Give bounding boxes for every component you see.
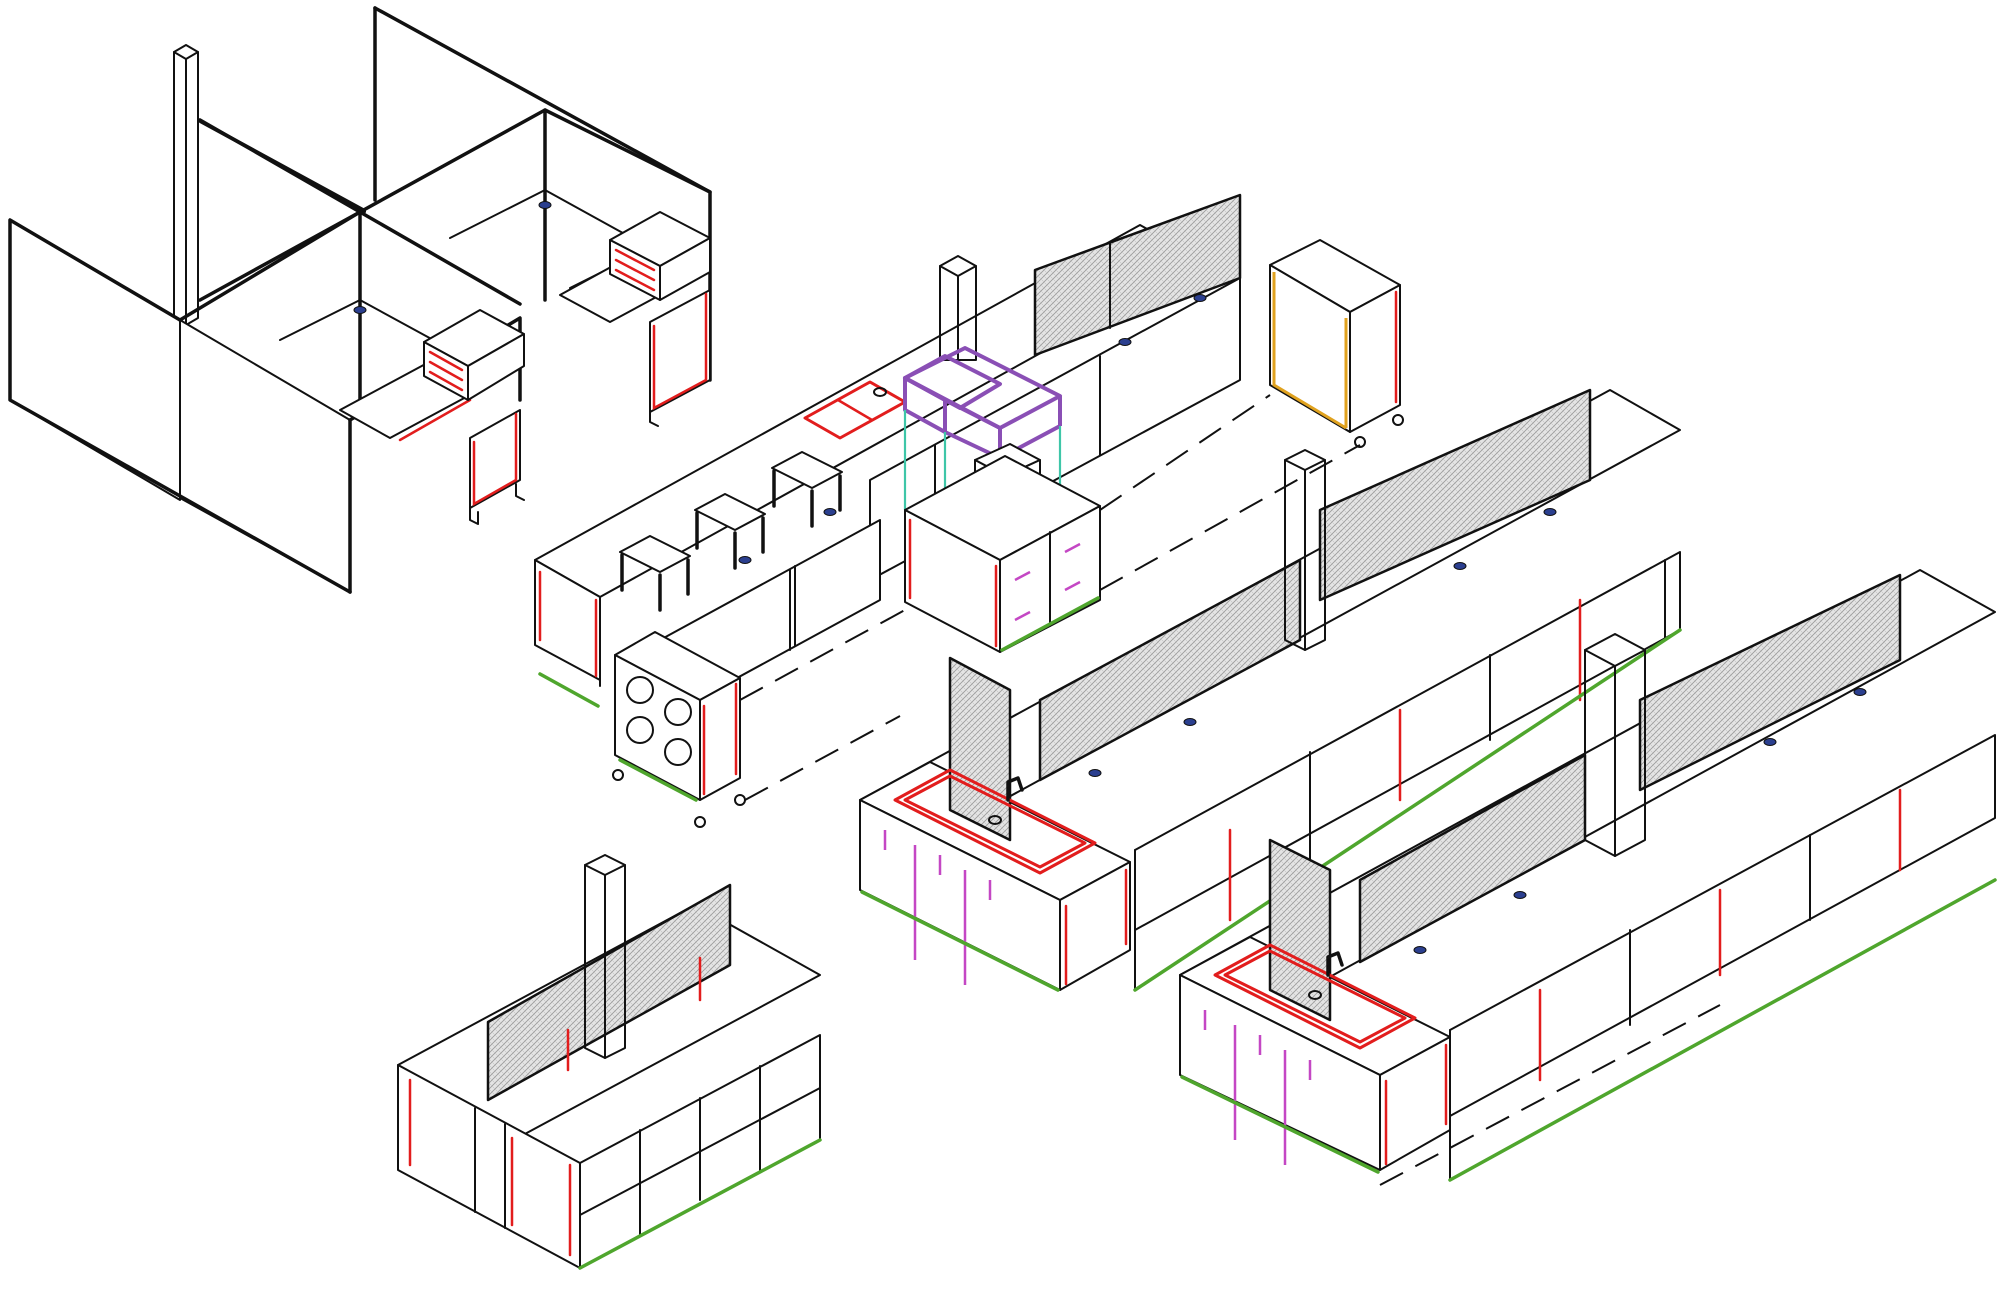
caster-icon bbox=[612, 769, 624, 781]
data-port-icon bbox=[1183, 718, 1197, 726]
stool bbox=[694, 493, 766, 570]
wet-bench-row-2-sink bbox=[1179, 838, 1451, 1174]
cubicle-workstations bbox=[8, 6, 712, 594]
data-port-icon bbox=[353, 306, 367, 314]
data-port-icon bbox=[823, 508, 837, 516]
cubicle-panel-left bbox=[9, 219, 181, 501]
dial-icon bbox=[626, 676, 654, 704]
caster-icon bbox=[734, 794, 746, 806]
utility-column-3 bbox=[1584, 633, 1646, 857]
data-port-icon bbox=[1118, 338, 1132, 346]
sink-icon bbox=[893, 768, 1097, 875]
island-bench-row-1 bbox=[859, 388, 1682, 992]
cubicle-panel-front bbox=[179, 319, 351, 593]
data-port-icon bbox=[1763, 738, 1777, 746]
data-port-icon bbox=[1513, 891, 1527, 899]
lab-stools bbox=[619, 451, 843, 612]
data-port-icon bbox=[1453, 562, 1467, 570]
cubicle-drawer-unit-upper bbox=[609, 211, 711, 301]
data-port-icon bbox=[1088, 769, 1102, 777]
island-bench-small bbox=[397, 883, 822, 1270]
utility-column-4 bbox=[584, 854, 626, 1059]
wet-bench-row-1-sink bbox=[859, 656, 1131, 992]
island-bench-row-2 bbox=[1179, 569, 1997, 1182]
caster-icon bbox=[1354, 436, 1366, 448]
sink-icon bbox=[1213, 943, 1417, 1050]
dial-icon bbox=[626, 716, 654, 744]
data-port-icon bbox=[1853, 688, 1867, 696]
data-port-icon bbox=[1413, 946, 1427, 954]
mobile-cart-top bbox=[1269, 239, 1404, 448]
data-port-icon bbox=[1193, 294, 1207, 302]
data-port-icon bbox=[738, 556, 752, 564]
dial-icon bbox=[664, 738, 692, 766]
stool bbox=[771, 451, 843, 528]
utility-column-1 bbox=[939, 255, 977, 361]
data-port-icon bbox=[1543, 508, 1557, 516]
stool bbox=[619, 535, 691, 612]
dial-icon bbox=[664, 698, 692, 726]
caster-icon bbox=[1392, 414, 1404, 426]
cubicle-column bbox=[173, 44, 199, 326]
utility-column-2 bbox=[1284, 449, 1326, 651]
data-port-icon bbox=[538, 201, 552, 209]
caster-icon bbox=[694, 816, 706, 828]
shelving-base-cabinet bbox=[904, 455, 1101, 653]
cubicle-drawer-unit-lower bbox=[423, 309, 525, 401]
